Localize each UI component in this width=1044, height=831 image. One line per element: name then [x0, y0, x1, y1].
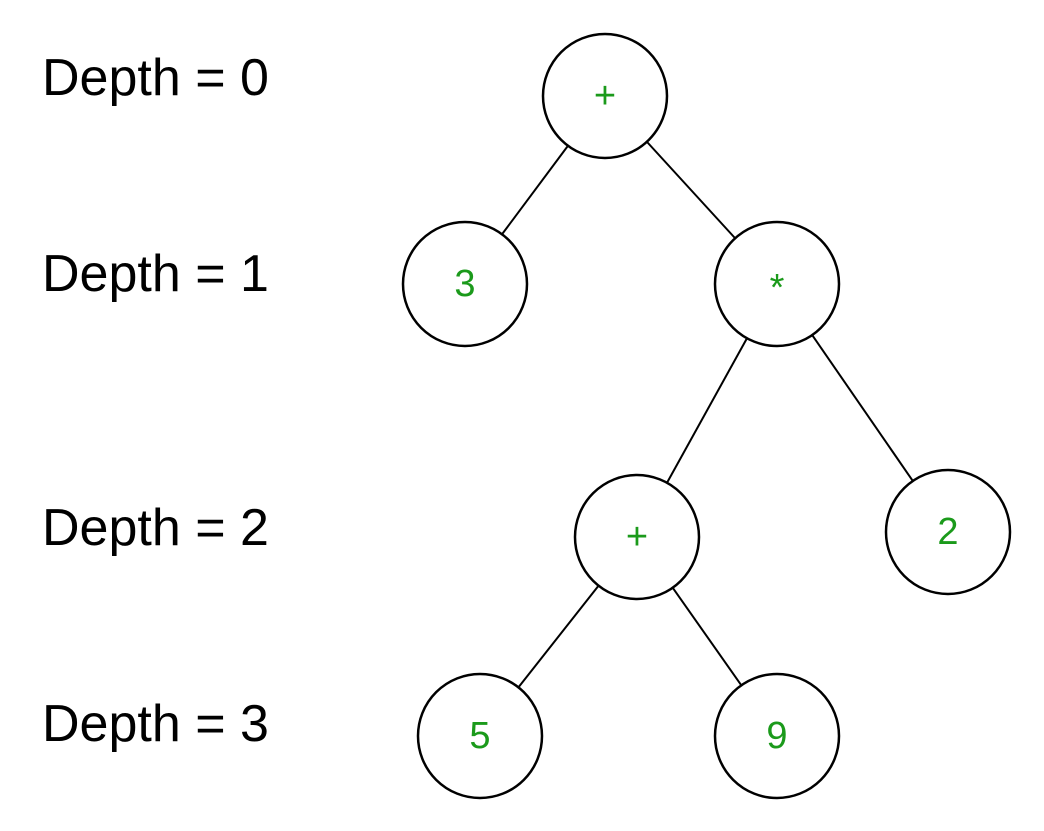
edge-plus2-n5 — [517, 585, 600, 688]
tree-node-n3: 3 — [401, 220, 529, 348]
node-label: + — [594, 75, 616, 117]
edge-plus2-n9 — [671, 587, 743, 686]
node-circle — [416, 672, 544, 800]
tree-node-plus2: + — [573, 473, 701, 601]
depth-label-0: Depth = 0 — [42, 49, 269, 107]
node-label: 5 — [469, 715, 490, 757]
node-label: * — [770, 267, 785, 309]
node-circle — [713, 220, 841, 348]
node-label: + — [626, 516, 648, 558]
edge-mul-plus2 — [666, 337, 748, 484]
edge-mul-n2 — [811, 334, 914, 482]
node-circle — [573, 473, 701, 601]
node-label: 3 — [454, 263, 475, 305]
node-label: 9 — [766, 715, 787, 757]
tree-node-n5: 5 — [416, 672, 544, 800]
node-circle — [541, 32, 669, 160]
node-circle — [401, 220, 529, 348]
node-circle — [713, 672, 841, 800]
depth-label-3: Depth = 3 — [42, 695, 269, 753]
tree-node-mul: * — [713, 220, 841, 348]
depth-label-2: Depth = 2 — [42, 499, 269, 557]
depth-label-1: Depth = 1 — [42, 245, 269, 303]
tree-node-root: + — [541, 32, 669, 160]
node-label: 2 — [937, 511, 958, 553]
tree-node-n9: 9 — [713, 672, 841, 800]
edge-root-mul — [646, 141, 736, 239]
edge-root-n3 — [501, 145, 569, 235]
node-circle — [884, 468, 1012, 596]
tree-node-n2: 2 — [884, 468, 1012, 596]
